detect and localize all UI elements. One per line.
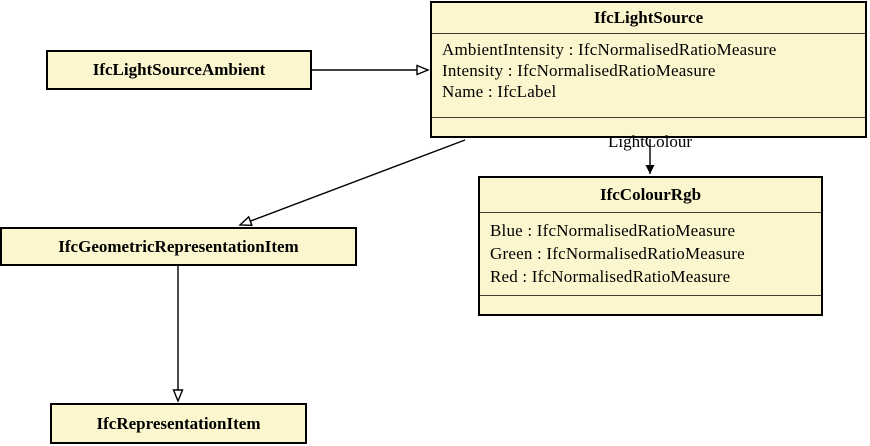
class-name-ifcgeometricrepresentationitem: IfcGeometricRepresentationItem [58,236,299,256]
class-name-ifcrepresentationitem: IfcRepresentationItem [96,413,261,433]
attribute-green: Green : IfcNormalisedRatioMeasure [490,244,745,263]
attribute-red: Red : IfcNormalisedRatioMeasure [490,267,731,286]
attribute-name: Name : IfcLabel [442,82,557,101]
class-name-ifccolourrgb: IfcColourRgb [599,185,702,204]
class-attributes-ifccolourrgb: Blue : IfcNormalisedRatioMeasure Green :… [480,212,821,296]
class-name-ifclightsourceambient: IfcLightSourceAmbient [92,60,266,79]
class-box-ifclightsource: IfcLightSource AmbientIntensity : IfcNor… [430,1,867,138]
class-box-ifccolourrgb: IfcColourRgb Blue : IfcNormalisedRatioMe… [478,176,823,316]
attribute-blue: Blue : IfcNormalisedRatioMeasure [490,221,736,240]
generalization-arrow-lightsource-to-geometricrepresentationitem [240,139,466,225]
class-box-ifcrepresentationitem: IfcRepresentationItem [50,403,307,444]
class-extra-compartment [480,296,821,314]
class-box-ifcgeometricrepresentationitem: IfcGeometricRepresentationItem [0,227,357,266]
association-label-lightcolour: LightColour [607,132,693,151]
attribute-ambientintensity: AmbientIntensity : IfcNormalisedRatioMea… [442,40,777,59]
class-attributes-ifclightsource: AmbientIntensity : IfcNormalisedRatioMea… [432,33,865,118]
attribute-intensity: Intensity : IfcNormalisedRatioMeasure [442,61,716,80]
class-name-ifclightsource: IfcLightSource [593,8,704,27]
class-box-ifclightsourceambient: IfcLightSourceAmbient [46,50,312,90]
